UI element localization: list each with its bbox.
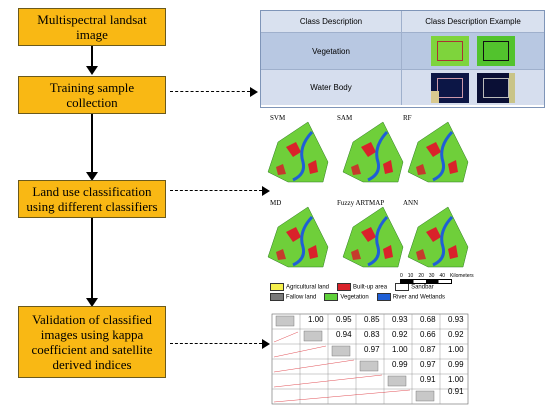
matrix-cell-r1c2: 0.92 <box>392 330 408 339</box>
legend-swatch-builtup <box>337 283 352 291</box>
matrix-cell-r0c1: 0.95 <box>336 315 352 324</box>
map-label-rf: RF <box>403 114 412 122</box>
matrix-cell-r2c2: 0.87 <box>420 345 436 354</box>
matrix-cell-r0c3: 0.93 <box>392 315 408 324</box>
arrow-1 <box>86 66 98 75</box>
map-rf <box>406 120 470 184</box>
arrow-3 <box>86 298 98 307</box>
flow-step-classification: Land use classification using different … <box>18 180 166 218</box>
class-water-body-label: Water Body <box>261 70 402 105</box>
flow-step-image: Multispectral landsat image <box>18 8 166 46</box>
matrix-cell-r1c3: 0.66 <box>420 330 436 339</box>
scale-bar-line <box>400 279 452 284</box>
legend-item-builtup: Built-up area <box>337 283 387 291</box>
matrix-cell-r2c1: 1.00 <box>392 345 408 354</box>
matrix-cell-r0c2: 0.85 <box>364 315 380 324</box>
vegetation-examples <box>402 33 544 69</box>
dashed-arrow-classification <box>170 190 262 191</box>
legend-swatch-vegetation <box>324 293 339 301</box>
classification-maps <box>266 120 470 269</box>
matrix-cell-r1c1: 0.83 <box>364 330 380 339</box>
water-sample-image-2 <box>477 72 515 103</box>
map-label-sam: SAM <box>337 114 353 122</box>
vegetation-sample-image-1 <box>431 36 469 66</box>
matrix-cell-r4c1: 1.00 <box>448 375 464 384</box>
matrix-cell-r3c1: 0.97 <box>420 360 436 369</box>
matrix-cell-r0c0: 1.00 <box>308 315 324 324</box>
table-header-class: Class Description <box>261 11 402 32</box>
table-row-water-body: Water Body <box>261 70 544 105</box>
class-description-table: Class Description Class Description Exam… <box>260 10 545 108</box>
validation-matrix <box>271 313 469 405</box>
flow-step-training-label: Training sample collection <box>49 80 135 110</box>
matrix-cell-r2c0: 0.97 <box>364 345 380 354</box>
flow-step-validation-label: Validation of classified images using ka… <box>31 312 153 372</box>
matrix-cell-r4c0: 0.91 <box>420 375 436 384</box>
legend-item-river: River and Wetlands <box>376 293 445 301</box>
matrix-values: 1.00 0.95 0.85 0.93 0.68 0.93 0.94 0.83 … <box>308 315 468 396</box>
map-label-md: MD <box>270 199 282 207</box>
map-ann <box>406 205 470 269</box>
scale-bar: 0 10 20 30 40 Kilometers <box>400 273 510 284</box>
matrix-cell-r1c4: 0.92 <box>448 330 464 339</box>
table-header-row: Class Description Class Description Exam… <box>261 11 544 33</box>
legend-item-vegetation: Vegetation <box>324 293 369 301</box>
map-fuzzy-artmap <box>341 205 405 269</box>
legend-row-1: Agricultural land Built-up area Sandbar <box>270 283 510 291</box>
class-vegetation-label: Vegetation <box>261 33 402 69</box>
arrow-2 <box>86 172 98 181</box>
map-label-ann: ANN <box>403 199 419 207</box>
connector-2 <box>91 114 93 174</box>
matrix-cell-r3c2: 0.99 <box>448 360 464 369</box>
map-legend: Agricultural land Built-up area Sandbar … <box>270 283 510 301</box>
legend-item-sandbar: Sandbar <box>395 283 434 291</box>
matrix-cell-r3c0: 0.99 <box>392 360 408 369</box>
matrix-cell-r0c5: 0.93 <box>448 315 464 324</box>
flow-step-image-label: Multispectral landsat image <box>37 12 147 42</box>
matrix-cell-r2c3: 1.00 <box>448 345 464 354</box>
map-svm <box>266 120 330 184</box>
legend-row-2: Fallow land Vegetation River and Wetland… <box>270 293 510 301</box>
water-sample-image-1 <box>431 72 469 103</box>
connector-1 <box>91 46 93 68</box>
flow-step-validation: Validation of classified images using ka… <box>18 306 166 378</box>
matrix-cell-r1c0: 0.94 <box>336 330 352 339</box>
matrix-cell-r5c0: 0.91 <box>448 387 464 396</box>
legend-swatch-river <box>376 293 391 301</box>
map-label-svm: SVM <box>270 114 286 122</box>
map-label-fuzzy-artmap: Fuzzy ARTMAP <box>337 199 385 207</box>
flow-step-classification-label: Land use classification using different … <box>26 184 158 214</box>
water-examples <box>402 70 544 105</box>
table-row-vegetation: Vegetation <box>261 33 544 70</box>
connector-3 <box>91 218 93 300</box>
map-sam <box>341 120 405 184</box>
scale-unit: Kilometers <box>450 273 474 279</box>
scale-ticks: 0 10 20 30 40 Kilometers <box>400 273 474 279</box>
dashed-arrow-validation <box>170 343 262 344</box>
dashed-arrow-training-head <box>250 87 258 97</box>
table-header-example: Class Description Example <box>425 17 521 26</box>
legend-swatch-fallow <box>270 293 284 301</box>
dashed-arrow-classification-head <box>262 186 270 196</box>
flow-step-training: Training sample collection <box>18 76 166 114</box>
legend-swatch-agricultural <box>270 283 284 291</box>
matrix-cell-r0c4: 0.68 <box>420 315 436 324</box>
legend-swatch-sandbar <box>395 283 410 291</box>
dashed-arrow-validation-head <box>262 339 270 349</box>
dashed-arrow-training <box>170 91 250 92</box>
map-md <box>266 205 330 269</box>
legend-item-fallow: Fallow land <box>270 293 316 301</box>
legend-item-agricultural: Agricultural land <box>270 283 329 291</box>
vegetation-sample-image-2 <box>477 36 515 66</box>
